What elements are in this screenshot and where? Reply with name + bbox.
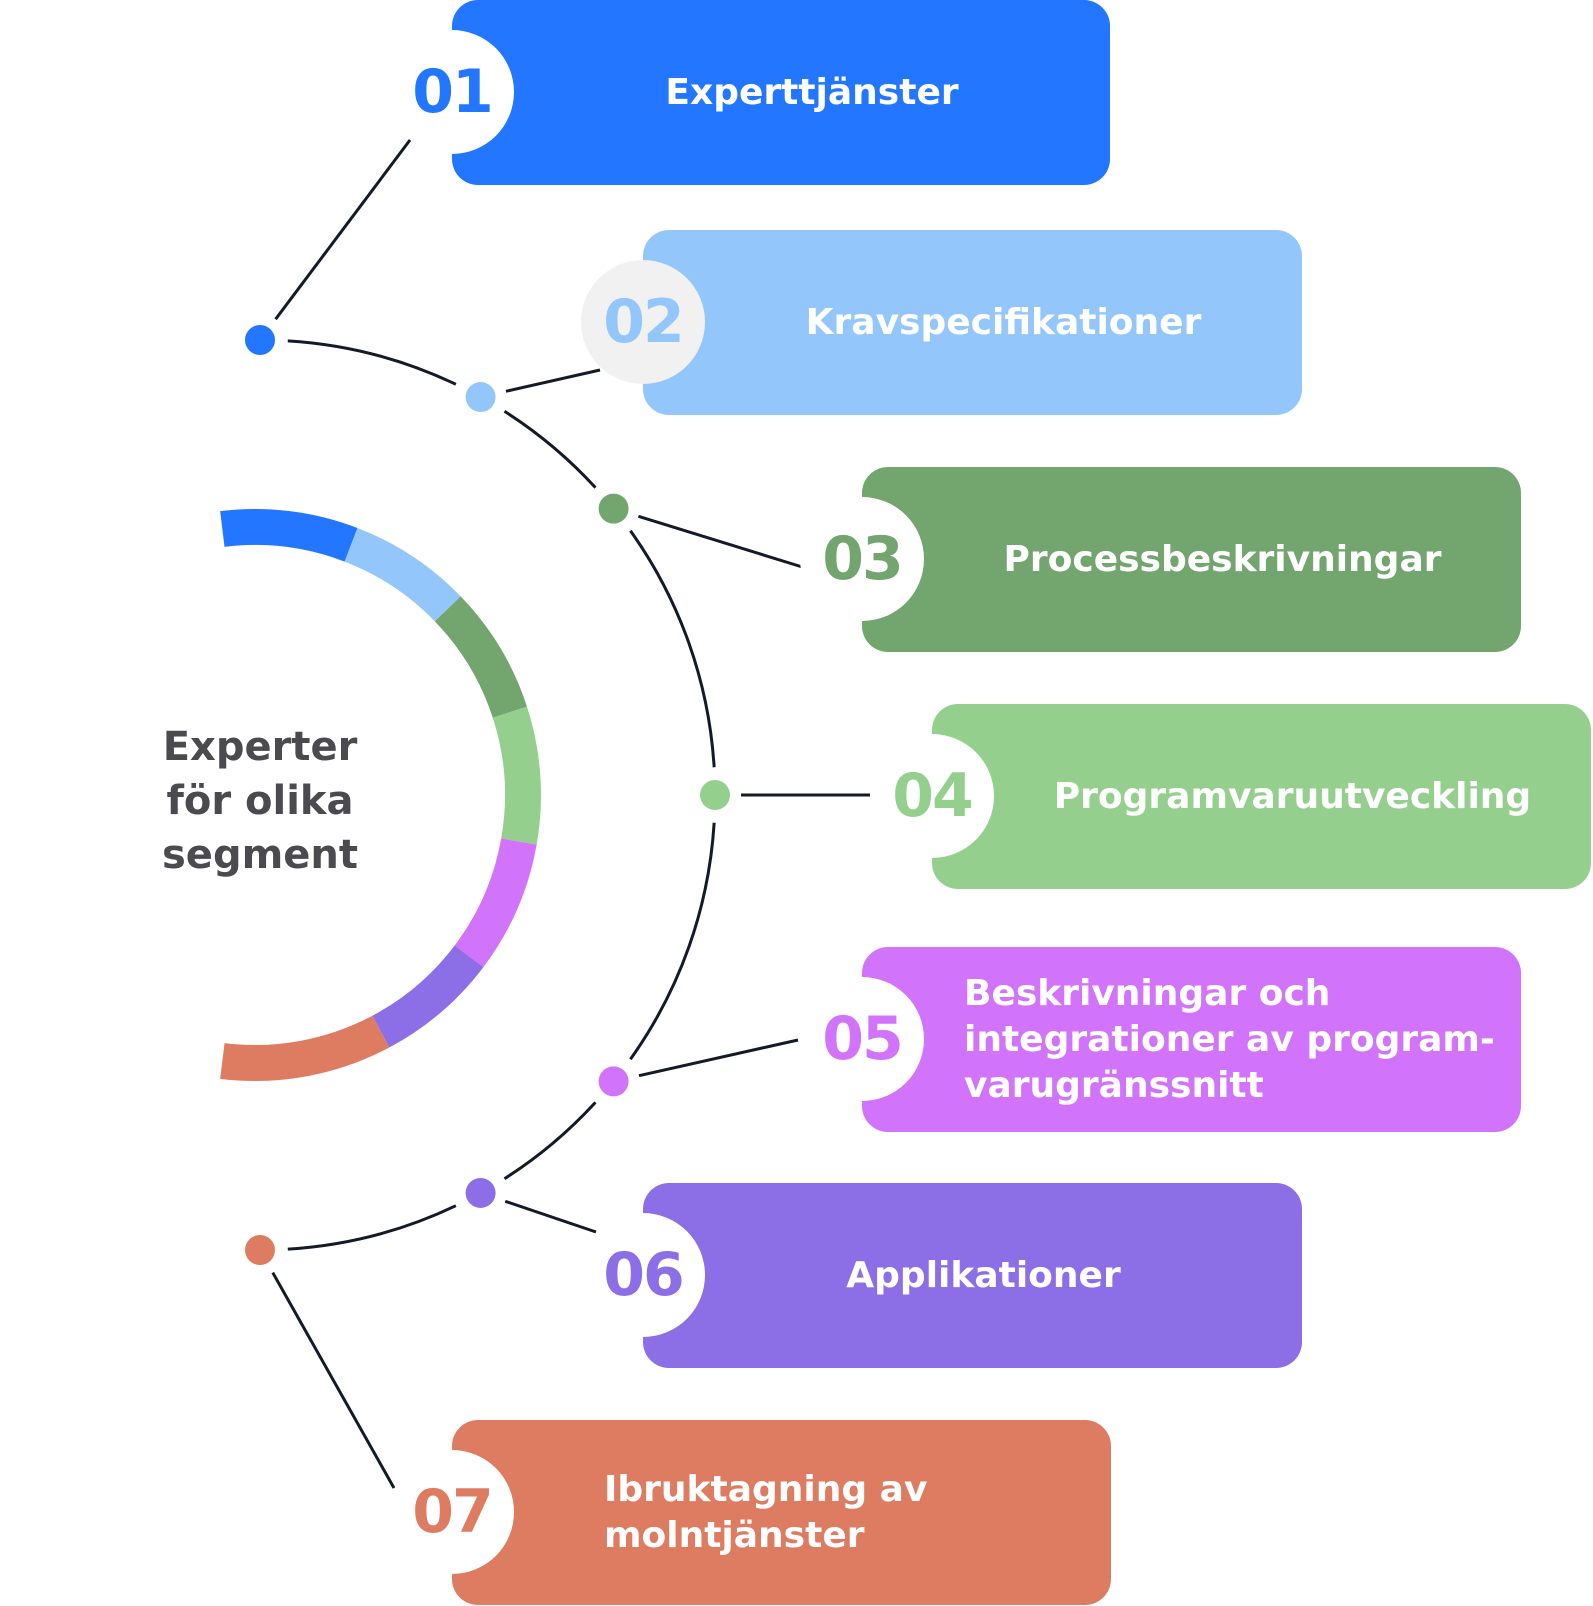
dot-4 [700, 780, 730, 810]
outer-arc-5 [503, 1101, 597, 1181]
number-badge-bg [800, 497, 924, 621]
dot-5 [598, 1066, 629, 1097]
card-beskrivningar-integrationer[interactable]: 05 Beskrivningar och integrationer av pr… [800, 947, 1521, 1132]
center-title: Experter för olika segment [130, 720, 390, 882]
number-badge-bg [390, 30, 514, 154]
connector-line-7 [271, 1271, 396, 1489]
number-badge-04: 04 [892, 761, 974, 831]
card-applikationer[interactable]: 06 Applikationer [581, 1183, 1302, 1368]
connector-line-5 [638, 1038, 799, 1078]
ring-segment-6 [372, 945, 484, 1048]
card-label-line: Ibruktagning av [604, 1468, 928, 1510]
number-badge-07: 07 [412, 1477, 494, 1547]
connector-line-3 [637, 514, 813, 572]
card-label: Processbeskrivningar [924, 467, 1521, 652]
number-badge-bg [800, 977, 924, 1101]
card-ibruktagning-molntjanster[interactable]: 07 Ibruktagning av molntjänster [390, 1420, 1111, 1605]
center-title-line-3: segment [162, 832, 358, 878]
segment-ring [220, 509, 541, 1081]
card-label-line: Experttjänster [665, 71, 959, 113]
card-label-line: Programvaruutveckling [1053, 775, 1532, 817]
card-label-line: varugränssnitt [964, 1064, 1264, 1106]
center-title-line-2: för olika [166, 778, 354, 824]
dot-7 [245, 1235, 275, 1265]
outer-arc-3 [629, 529, 716, 768]
number-badge-06: 06 [603, 1240, 685, 1310]
card-label: Kravspecifikationer [705, 230, 1302, 415]
ring-segment-2 [344, 527, 461, 622]
number-badge-bg [581, 260, 705, 384]
number-badge-03: 03 [822, 524, 904, 594]
card-label-line: Processbeskrivningar [1003, 538, 1442, 580]
number-badge-bg [390, 1450, 514, 1574]
ring-segment-4 [492, 706, 541, 845]
card-label-line: integrationer av program- [964, 1018, 1495, 1060]
connector-dots [245, 325, 730, 1265]
connector-line-2 [505, 368, 601, 393]
dot-2 [465, 382, 496, 413]
number-badge-bg [581, 1213, 705, 1337]
card-label-line: Beskrivningar och [964, 972, 1331, 1014]
card-label-line: Kravspecifikationer [805, 301, 1202, 343]
card-programvaruutveckling[interactable]: 04 Programvaruutveckling [870, 704, 1591, 889]
connector-line-6 [504, 1199, 597, 1234]
card-label-line: Applikationer [846, 1254, 1121, 1296]
dot-3 [598, 493, 629, 524]
number-badge-bg [870, 734, 994, 858]
card-label: Ibruktagning av molntjänster [604, 1420, 1091, 1605]
center-title-line-1: Experter [162, 724, 358, 770]
card-label: Applikationer [705, 1183, 1262, 1368]
card-label: Beskrivningar och integrationer av progr… [964, 947, 1501, 1132]
card-label: Programvaruutveckling [994, 704, 1591, 889]
ring-segment-7 [220, 1015, 390, 1081]
card-label-line: molntjänster [604, 1514, 865, 1556]
dot-6 [465, 1177, 496, 1208]
card-experttjanster[interactable]: 01 Experttjänster [390, 0, 1110, 185]
card-kravspecifikationer[interactable]: 02 Kravspecifikationer [581, 230, 1302, 415]
connector-line-1 [274, 139, 412, 321]
outer-arc-2 [503, 409, 597, 489]
number-badge-02: 02 [603, 287, 685, 357]
card-label: Experttjänster [514, 0, 1110, 185]
ring-segment-5 [454, 838, 537, 968]
connector-lines [271, 139, 870, 1489]
outer-arc-1 [287, 339, 457, 386]
ring-segment-3 [434, 596, 528, 719]
dot-1 [245, 325, 275, 355]
outer-arc-6 [287, 1204, 457, 1251]
ring-segment-1 [220, 509, 358, 562]
number-badge-01: 01 [412, 57, 494, 127]
number-badge-05: 05 [822, 1004, 904, 1074]
outer-arc-4 [629, 822, 716, 1061]
card-processbeskrivningar[interactable]: 03 Processbeskrivningar [800, 467, 1521, 652]
